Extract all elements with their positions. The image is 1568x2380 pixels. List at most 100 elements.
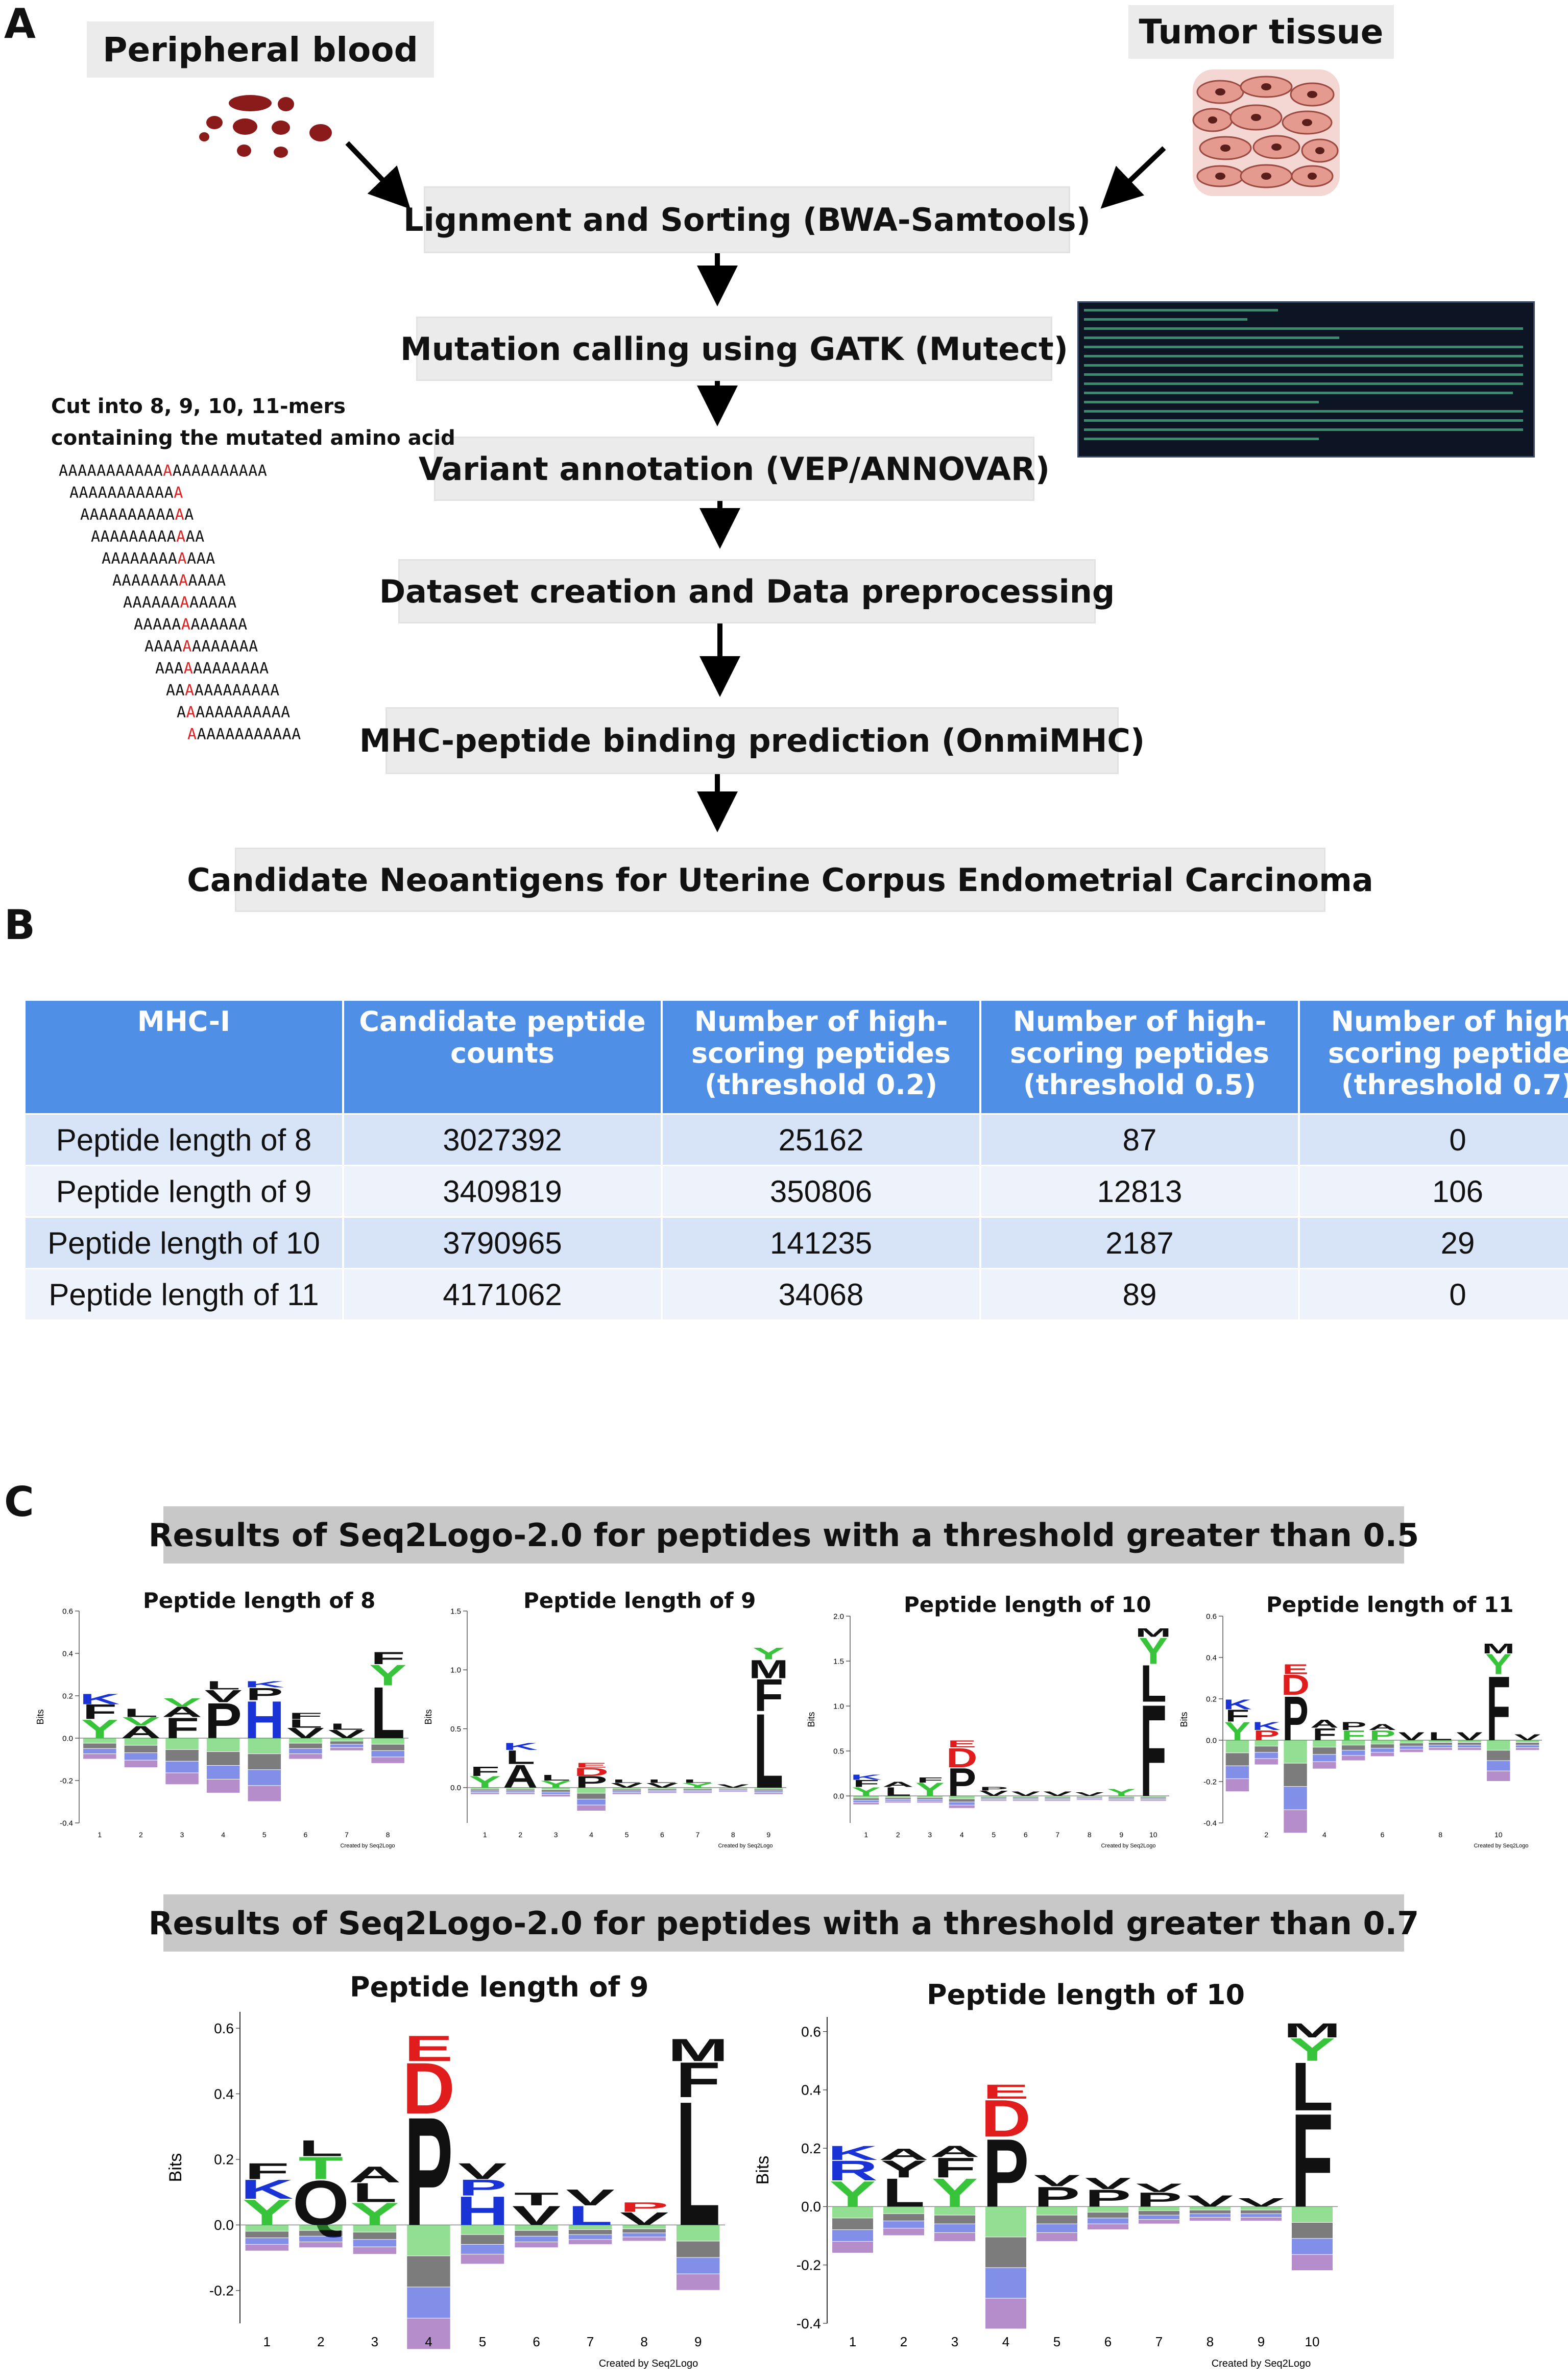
logo-letter: R xyxy=(828,2155,878,2186)
row-label: Peptide length of 8 xyxy=(26,1113,344,1166)
depleted-residue-block xyxy=(461,2234,504,2244)
y-axis-label: Bits xyxy=(35,1709,45,1724)
credit-text: Created by Seq2Logo xyxy=(599,2358,698,2369)
depleted-residue-block xyxy=(568,2240,612,2244)
x-tick-label: 8 xyxy=(386,1831,390,1839)
depleted-residue-block xyxy=(1487,1761,1510,1771)
logo-letter: V xyxy=(163,1696,201,1709)
logo-letter: F xyxy=(470,1764,500,1778)
depleted-residue-block xyxy=(541,1787,570,1790)
peptide-sequence: AAAAAAAAAAAA xyxy=(69,484,183,502)
depleted-residue-block xyxy=(124,1760,158,1768)
depleted-residue-block xyxy=(985,2206,1026,2237)
depleted-residue-block xyxy=(568,2225,612,2229)
logo-letter: V xyxy=(979,1789,1008,1797)
banner-threshold-07: Results of Seq2Logo-2.0 for peptides wit… xyxy=(149,1894,1419,1952)
depleted-residue-block xyxy=(648,1790,677,1792)
logo-letter: V xyxy=(1136,2181,1183,2195)
x-tick-label: 10 xyxy=(1149,1831,1157,1839)
logo-letter: Y xyxy=(682,1782,714,1789)
depleted-residue-block xyxy=(648,1792,677,1793)
residues: AAAAAAAAA xyxy=(91,528,177,546)
depleted-residue-block xyxy=(515,2242,558,2248)
depleted-residue-block xyxy=(1190,2214,1231,2217)
logo-letter: F xyxy=(83,1700,117,1723)
y-tick-label: 0.0 xyxy=(801,2199,821,2215)
x-tick-label: 1 xyxy=(263,2334,271,2349)
header-text-line: MHC-I xyxy=(137,1005,231,1038)
depleted-residue-block xyxy=(1284,1763,1307,1787)
depleted-residue-block xyxy=(677,2241,720,2257)
depleted-residue-block xyxy=(885,1797,911,1799)
logo-title: Peptide length of 10 xyxy=(904,1592,1151,1617)
x-tick-label: 1 xyxy=(98,1831,102,1839)
depleted-residue-block xyxy=(1313,1762,1336,1769)
depleted-residue-block xyxy=(515,2236,558,2242)
x-tick-label: 2 xyxy=(896,1831,900,1839)
depleted-residue-block xyxy=(612,1793,641,1794)
depleted-residue-block xyxy=(1076,1798,1102,1799)
depleted-residue-block xyxy=(568,2234,612,2240)
depleted-residue-block xyxy=(677,2257,720,2274)
y-tick-label: 0.0 xyxy=(833,1792,844,1800)
depleted-residue-block xyxy=(1487,1750,1510,1761)
logo-letter: D xyxy=(1281,1669,1310,1701)
table-cell: 141235 xyxy=(662,1216,981,1269)
residues: AAAAAA xyxy=(123,594,180,612)
depleted-residue-block xyxy=(934,2215,975,2224)
y-tick-label: -0.2 xyxy=(60,1776,73,1785)
y-tick-label: 0.5 xyxy=(450,1725,461,1734)
depleted-residue-block xyxy=(853,1796,879,1798)
residues: A xyxy=(184,506,194,524)
depleted-residue-block xyxy=(1225,1753,1249,1766)
logo-letter: T xyxy=(514,2189,559,2209)
depleted-residue-block xyxy=(1241,2206,1282,2210)
depleted-residue-block xyxy=(577,1805,606,1811)
depleted-residue-block xyxy=(1108,1797,1135,1798)
depleted-residue-block xyxy=(83,1738,116,1743)
table-cell: 4171062 xyxy=(343,1268,663,1319)
logo-letter: V xyxy=(1043,1790,1072,1797)
credit-text: Created by Seq2Logo xyxy=(718,1843,773,1849)
depleted-residue-block xyxy=(1255,1759,1278,1765)
depleted-residue-block xyxy=(289,1754,322,1759)
x-tick-label: 7 xyxy=(1155,2334,1163,2349)
logo-letter: A xyxy=(1310,1718,1339,1730)
table-cell: 87 xyxy=(980,1113,1300,1166)
depleted-residue-block xyxy=(1088,2206,1128,2212)
depleted-residue-block xyxy=(1515,1745,1539,1748)
peripheral-blood-label: Peripheral blood xyxy=(87,21,434,78)
depleted-residue-block xyxy=(917,1797,943,1799)
depleted-residue-block xyxy=(1225,1778,1249,1792)
depleted-residue-block xyxy=(577,1787,606,1793)
depleted-residue-block xyxy=(1341,1756,1365,1761)
depleted-residue-block xyxy=(1225,1740,1249,1753)
logo-letter: M xyxy=(668,2032,729,2068)
x-tick-label: 2 xyxy=(317,2334,324,2349)
depleted-residue-block xyxy=(1088,2218,1128,2224)
depleted-residue-block xyxy=(754,1793,783,1794)
residues: AAAAAAA xyxy=(191,638,258,656)
depleted-residue-block xyxy=(1045,1798,1071,1800)
y-tick-label: -0.2 xyxy=(209,2283,234,2299)
depleted-residue-block xyxy=(165,1738,199,1749)
logo-letter: A xyxy=(930,2143,980,2160)
depleted-residue-block xyxy=(461,2244,504,2254)
depleted-residue-block xyxy=(470,1787,499,1789)
logo-letter: M xyxy=(1482,1641,1515,1656)
logo-letter: P xyxy=(620,2200,669,2215)
depleted-residue-block xyxy=(1241,2217,1282,2221)
depleted-residue-block xyxy=(1255,1746,1278,1752)
residues: AAAAAAAAAAA xyxy=(59,462,163,480)
residues: AAAAA xyxy=(134,616,181,634)
depleted-residue-block xyxy=(1341,1740,1365,1745)
x-tick-label: 5 xyxy=(1053,2334,1060,2349)
depleted-residue-block xyxy=(1140,1800,1166,1801)
y-tick-label: 0.5 xyxy=(833,1747,844,1756)
cut-note-line-2: containing the mutated amino acid xyxy=(51,426,455,450)
depleted-residue-block xyxy=(683,1787,712,1789)
